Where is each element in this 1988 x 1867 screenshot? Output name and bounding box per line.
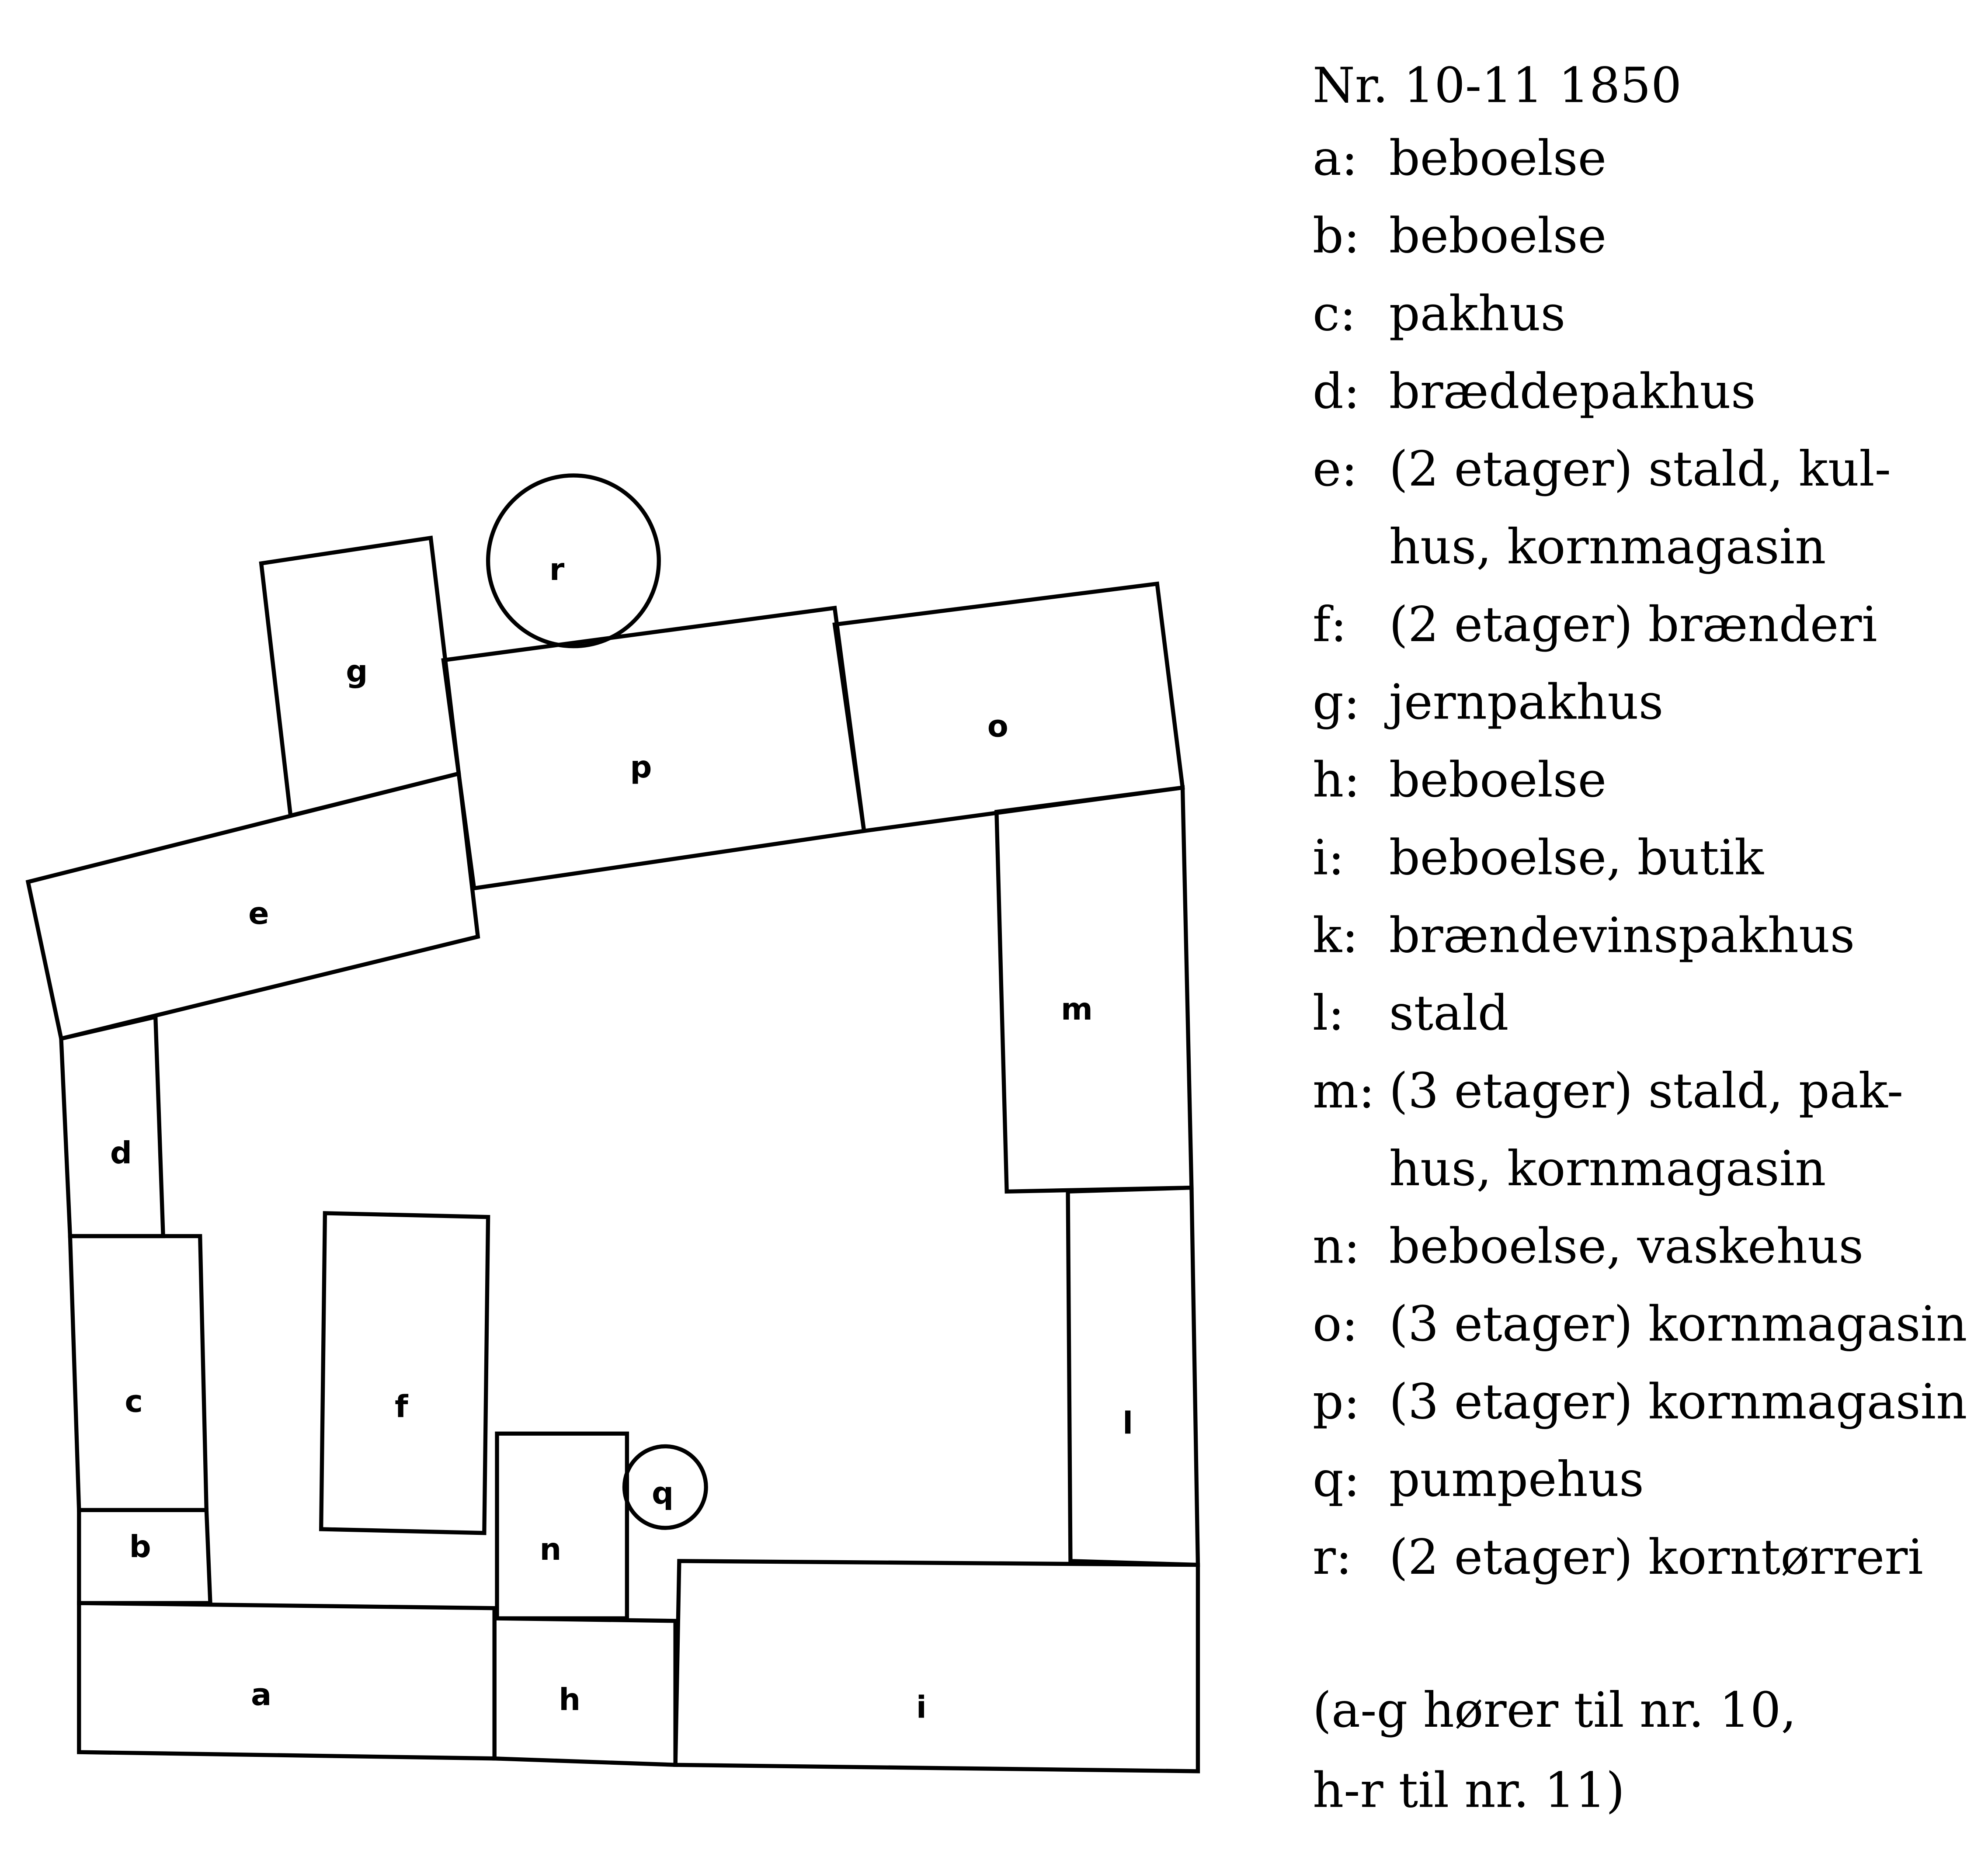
building-q: [622, 1444, 708, 1530]
legend-text: (2 etager) brænderi: [1389, 597, 1877, 653]
legend-key: h:: [1313, 752, 1360, 809]
legend-text-continued: hus, kornmagasin: [1389, 1141, 1826, 1197]
legend-text: jernpakhus: [1384, 674, 1664, 731]
legend-key: d:: [1313, 363, 1360, 420]
legend-key: c:: [1313, 286, 1356, 342]
legend-text: stald: [1389, 985, 1509, 1041]
label-q: q: [652, 1476, 674, 1511]
legend-text: (3 etager) kornmagasin: [1389, 1374, 1967, 1430]
label-p: p: [630, 750, 652, 785]
legend-key: n:: [1313, 1218, 1360, 1275]
building-e: [25, 771, 480, 1041]
legend-text: beboelse: [1389, 752, 1606, 809]
label-b: b: [129, 1529, 151, 1565]
legend-text: beboelse: [1389, 130, 1606, 187]
building-f: [319, 1211, 490, 1535]
legend: Nr. 10-11 1850 a: beboelse b: beboelse c: pak…: [1313, 58, 1967, 1819]
building-d: [59, 1014, 165, 1239]
legend-text: beboelse: [1389, 208, 1606, 264]
legend-text: beboelse, vaskehus: [1389, 1218, 1863, 1275]
legend-text: pakhus: [1389, 286, 1566, 342]
building-l: [1066, 1185, 1200, 1567]
building-r: [486, 473, 661, 649]
label-a: a: [251, 1677, 271, 1712]
building-m: [994, 785, 1194, 1194]
building-h: [492, 1616, 678, 1767]
legend-text: beboelse, butik: [1389, 829, 1764, 886]
building-i: [673, 1559, 1200, 1773]
label-e: e: [248, 896, 269, 931]
legend-key: f:: [1313, 597, 1347, 653]
legend-key: g:: [1313, 674, 1360, 731]
legend-note-line1: (a-g hører til nr. 10,: [1313, 1682, 1797, 1739]
legend-key: a:: [1313, 130, 1358, 187]
site-plan: a b c d e f g h i l m n o p q r: [25, 473, 1200, 1773]
legend-key: l:: [1313, 985, 1345, 1041]
legend-text: (3 etager) stald, pak-: [1389, 1063, 1904, 1119]
label-m: m: [1061, 992, 1093, 1027]
label-c: c: [125, 1384, 142, 1419]
legend-key: o:: [1313, 1296, 1358, 1352]
building-a: [77, 1601, 497, 1761]
legend-text: brændevinspakhus: [1389, 907, 1855, 964]
legend-text: pumpehus: [1389, 1451, 1644, 1508]
legend-text: (3 etager) kornmagasin: [1389, 1296, 1967, 1352]
legend-text: (2 etager) stald, kul-: [1389, 441, 1891, 497]
label-l: l: [1123, 1405, 1133, 1441]
legend-key: i:: [1313, 829, 1345, 886]
legend-title: Nr. 10-11 1850: [1313, 58, 1682, 114]
label-o: o: [987, 709, 1008, 744]
legend-text: (2 etager) korntørreri: [1389, 1529, 1923, 1586]
legend-key: e:: [1313, 441, 1358, 497]
label-g: g: [346, 654, 368, 689]
legend-note-line2: h-r til nr. 11): [1313, 1762, 1625, 1818]
legend-key: q:: [1313, 1451, 1360, 1508]
label-r: r: [549, 552, 565, 587]
legend-key: p:: [1313, 1374, 1360, 1430]
building-p: [441, 605, 866, 891]
building-n: [495, 1431, 629, 1621]
label-i: i: [916, 1690, 927, 1725]
legend-key: k:: [1313, 907, 1358, 964]
legend-key: m:: [1313, 1063, 1375, 1119]
label-d: d: [110, 1135, 132, 1171]
legend-text-continued: hus, kornmagasin: [1389, 519, 1826, 575]
label-n: n: [540, 1532, 562, 1567]
legend-key: r:: [1313, 1529, 1352, 1586]
legend-text: bræddepakhus: [1389, 363, 1756, 420]
building-c: [68, 1234, 209, 1512]
label-f: f: [395, 1389, 409, 1424]
legend-key: b:: [1313, 208, 1360, 264]
label-h: h: [559, 1682, 580, 1718]
